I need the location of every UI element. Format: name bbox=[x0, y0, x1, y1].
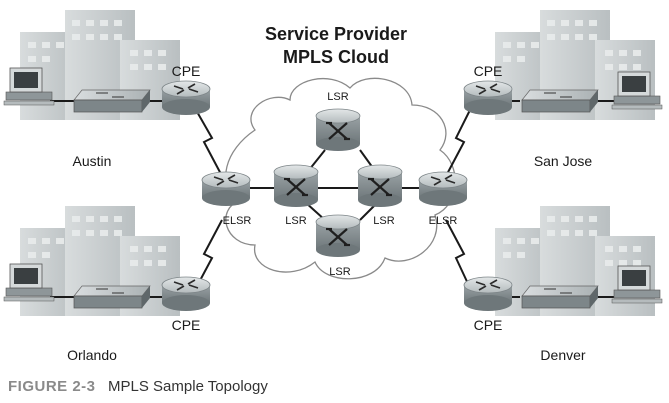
lsr-right-label: LSR bbox=[373, 215, 394, 227]
elsr-right-router bbox=[418, 171, 468, 207]
orlando-label: Orlando bbox=[67, 347, 117, 363]
figure-caption: FIGURE 2-3 MPLS Sample Topology bbox=[8, 378, 268, 395]
austin-cpe-label: CPE bbox=[172, 63, 201, 79]
orlando-cpe-label: CPE bbox=[172, 317, 201, 333]
figure-title: MPLS Sample Topology bbox=[108, 378, 268, 395]
elsr-left-router bbox=[201, 171, 251, 207]
lsr-bottom bbox=[314, 213, 362, 259]
denver-switch bbox=[521, 285, 599, 309]
lsr-right bbox=[356, 163, 404, 209]
orlando-cpe-router bbox=[161, 276, 211, 312]
austin-switch bbox=[73, 89, 151, 113]
links bbox=[50, 100, 618, 298]
cloud-title-line2: MPLS Cloud bbox=[283, 47, 389, 67]
lsr-left-label: LSR bbox=[285, 215, 306, 227]
lsr-top bbox=[314, 107, 362, 153]
orlando-switch bbox=[73, 285, 151, 309]
san-jose-cpe-label: CPE bbox=[474, 63, 503, 79]
denver-cpe-router bbox=[463, 276, 513, 312]
cloud-title-line1: Service Provider bbox=[265, 24, 407, 44]
denver-cpe-label: CPE bbox=[474, 317, 503, 333]
san-jose-switch bbox=[521, 89, 599, 113]
austin-cpe-router bbox=[161, 80, 211, 116]
lsr-left bbox=[272, 163, 320, 209]
mpls-cloud bbox=[225, 77, 456, 280]
lsr-top-label: LSR bbox=[327, 91, 348, 103]
figure-number: FIGURE 2-3 bbox=[8, 378, 96, 395]
elsr-left-label: ELSR bbox=[223, 215, 252, 227]
austin-label: Austin bbox=[73, 153, 112, 169]
denver-label: Denver bbox=[540, 347, 585, 363]
elsr-right-label: ELSR bbox=[429, 215, 458, 227]
lsr-bottom-label: LSR bbox=[329, 266, 350, 278]
san-jose-cpe-router bbox=[463, 80, 513, 116]
san-jose-label: San Jose bbox=[534, 153, 593, 169]
